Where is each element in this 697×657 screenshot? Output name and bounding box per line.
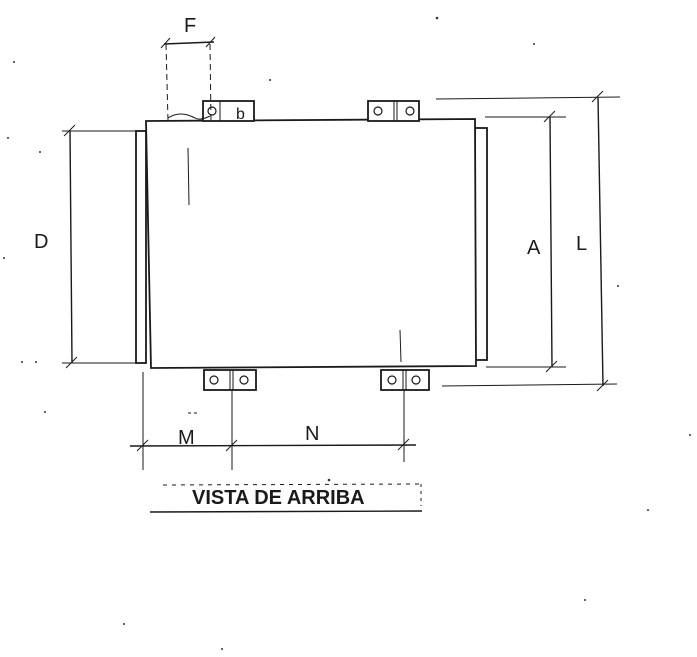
bracket-top-left: b	[202, 100, 255, 123]
svg-text:b: b	[236, 106, 245, 123]
dimension-a: A	[485, 110, 566, 373]
bracket-top-right	[367, 100, 420, 122]
equipment-body	[135, 118, 488, 369]
dimension-a-label: A	[527, 237, 541, 259]
view-title: VISTA DE ARRIBA	[192, 487, 365, 509]
bracket-bottom-right	[380, 369, 430, 391]
bracket-bottom-left	[203, 369, 257, 391]
right-side-plate	[474, 127, 488, 361]
main-tank-outline	[145, 118, 477, 369]
view-title-block: VISTA DE ARRIBA	[149, 483, 423, 513]
dimension-l-label: L	[576, 233, 587, 255]
dimension-d-label: D	[34, 231, 48, 253]
dimension-m-n: M N	[129, 372, 417, 470]
dimension-d: D	[34, 124, 136, 369]
dimension-m-label: M	[178, 427, 195, 449]
dimension-n-label: N	[305, 423, 319, 445]
inner-mark-top	[187, 147, 190, 206]
dimension-f-label: F	[184, 15, 196, 37]
left-side-plate	[135, 130, 147, 364]
scan-specks	[3, 16, 691, 650]
inner-mark-bottom	[399, 329, 402, 363]
dimension-f: F	[160, 15, 216, 122]
dimension-l: L	[435, 90, 621, 392]
